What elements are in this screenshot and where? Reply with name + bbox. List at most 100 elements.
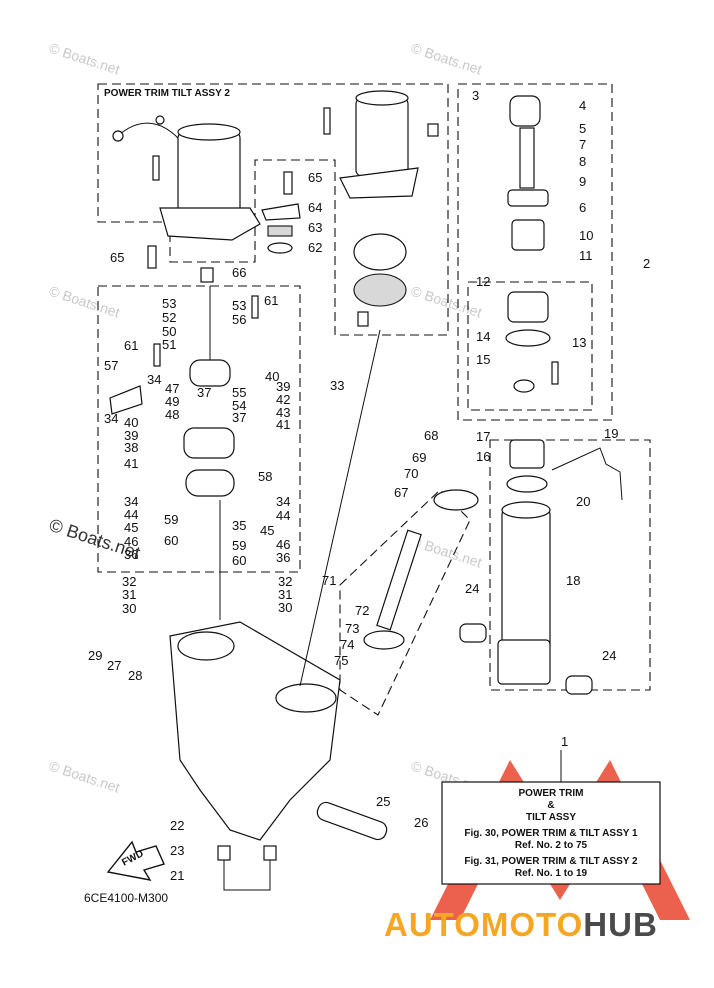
svg-text:AUTOMOTOHUB: AUTOMOTOHUB bbox=[384, 906, 658, 943]
callout-34: 34 bbox=[104, 411, 118, 426]
callout-67: 67 bbox=[394, 485, 408, 500]
callout-57: 57 bbox=[104, 358, 118, 373]
callout-47: 47 bbox=[165, 381, 179, 396]
callout-68: 68 bbox=[424, 428, 438, 443]
callout-29: 29 bbox=[88, 648, 102, 663]
callout-71: 71 bbox=[322, 573, 336, 588]
legend-line: Fig. 31, POWER TRIM & TILT ASSY 2 bbox=[464, 856, 638, 867]
callout-11: 11 bbox=[579, 248, 593, 263]
callout-2: 2 bbox=[643, 256, 650, 271]
callout-70: 70 bbox=[404, 466, 418, 481]
callout-31: 31 bbox=[278, 587, 292, 602]
callout-44: 44 bbox=[124, 507, 138, 522]
callout-40: 40 bbox=[265, 369, 279, 384]
watermark-text: © Boats.net bbox=[47, 758, 122, 796]
callout-23: 23 bbox=[170, 843, 184, 858]
fwd-arrow-icon: FWD bbox=[106, 840, 165, 881]
callout-46: 46 bbox=[124, 534, 138, 549]
callout-25: 25 bbox=[376, 794, 390, 809]
callout-50: 50 bbox=[162, 324, 176, 339]
callout-44: 44 bbox=[276, 508, 290, 523]
callout-69: 69 bbox=[412, 450, 426, 465]
callout-10: 10 bbox=[579, 228, 593, 243]
callout-45: 45 bbox=[260, 523, 274, 538]
callout-36: 36 bbox=[124, 547, 138, 562]
callout-63: 63 bbox=[308, 220, 322, 235]
watermark-text: © Boats.net bbox=[47, 40, 122, 78]
callout-59: 59 bbox=[164, 512, 178, 527]
callout-39: 39 bbox=[276, 379, 290, 394]
callout-56: 56 bbox=[232, 312, 246, 327]
callout-61: 61 bbox=[124, 338, 138, 353]
callout-75: 75 bbox=[334, 653, 348, 668]
callout-51: 51 bbox=[162, 337, 176, 352]
callout-32: 32 bbox=[122, 574, 136, 589]
callout-1: 1 bbox=[561, 734, 568, 749]
callout-53: 53 bbox=[162, 296, 176, 311]
brand-wordmark: AUTOMOTOHUB bbox=[384, 906, 658, 943]
callout-28: 28 bbox=[128, 668, 142, 683]
callout-34: 34 bbox=[147, 372, 161, 387]
callout-12: 12 bbox=[476, 274, 490, 289]
callout-36: 36 bbox=[276, 550, 290, 565]
callout-65: 65 bbox=[308, 170, 322, 185]
callout-14: 14 bbox=[476, 329, 490, 344]
callout-34: 34 bbox=[276, 494, 290, 509]
callout-41: 41 bbox=[124, 456, 138, 471]
callout-60: 60 bbox=[164, 533, 178, 548]
callout-15: 15 bbox=[476, 352, 490, 367]
assembly-boundaries bbox=[97, 83, 651, 716]
callout-42: 42 bbox=[276, 392, 290, 407]
callout-46: 46 bbox=[276, 537, 290, 552]
callout-33: 33 bbox=[330, 378, 344, 393]
callout-40: 40 bbox=[124, 415, 138, 430]
legend-line: Fig. 30, POWER TRIM & TILT ASSY 1 bbox=[464, 828, 638, 839]
callout-74: 74 bbox=[340, 637, 354, 652]
drawing-code: 6CE4100-M300 bbox=[84, 891, 168, 905]
callout-37: 37 bbox=[197, 385, 211, 400]
callout-53: 53 bbox=[232, 298, 246, 313]
callout-72: 72 bbox=[355, 603, 369, 618]
callout-8: 8 bbox=[579, 154, 586, 169]
callout-55: 55 bbox=[232, 385, 246, 400]
callout-24: 24 bbox=[465, 581, 479, 596]
callout-17: 17 bbox=[476, 429, 490, 444]
callout-49: 49 bbox=[165, 394, 179, 409]
callout-35: 35 bbox=[232, 518, 246, 533]
callout-59: 59 bbox=[232, 538, 246, 553]
brand-part-automoto: AUTOMOTO bbox=[384, 906, 583, 943]
watermark-text: © Boats.net bbox=[409, 283, 484, 321]
callout-73: 73 bbox=[345, 621, 359, 636]
callout-6: 6 bbox=[579, 200, 586, 215]
callout-22: 22 bbox=[170, 818, 184, 833]
brand-part-hub: HUB bbox=[583, 906, 658, 943]
callout-7: 7 bbox=[579, 137, 586, 152]
legend-line: Ref. No. 1 to 19 bbox=[515, 868, 588, 879]
callout-43: 43 bbox=[276, 405, 290, 420]
callouts: 1234567891011121314151617181920212223242… bbox=[88, 88, 650, 883]
callout-48: 48 bbox=[165, 407, 179, 422]
watermark-text: © Boats.net bbox=[409, 40, 484, 78]
callout-18: 18 bbox=[566, 573, 580, 588]
legend-line: TILT ASSY bbox=[526, 812, 576, 823]
callout-64: 64 bbox=[308, 200, 322, 215]
callout-60: 60 bbox=[232, 553, 246, 568]
callout-65: 65 bbox=[110, 250, 124, 265]
callout-3: 3 bbox=[472, 88, 479, 103]
callout-30: 30 bbox=[122, 601, 136, 616]
callout-19: 19 bbox=[604, 426, 618, 441]
callout-26: 26 bbox=[414, 815, 428, 830]
parts-artwork bbox=[109, 90, 623, 891]
callout-62: 62 bbox=[308, 240, 322, 255]
callout-4: 4 bbox=[579, 98, 586, 113]
callout-58: 58 bbox=[258, 469, 272, 484]
callout-45: 45 bbox=[124, 520, 138, 535]
callout-21: 21 bbox=[170, 868, 184, 883]
callout-41: 41 bbox=[276, 417, 290, 432]
callout-31: 31 bbox=[122, 587, 136, 602]
callout-32: 32 bbox=[278, 574, 292, 589]
callout-9: 9 bbox=[579, 174, 586, 189]
legend-line: & bbox=[547, 800, 554, 811]
callout-30: 30 bbox=[278, 600, 292, 615]
